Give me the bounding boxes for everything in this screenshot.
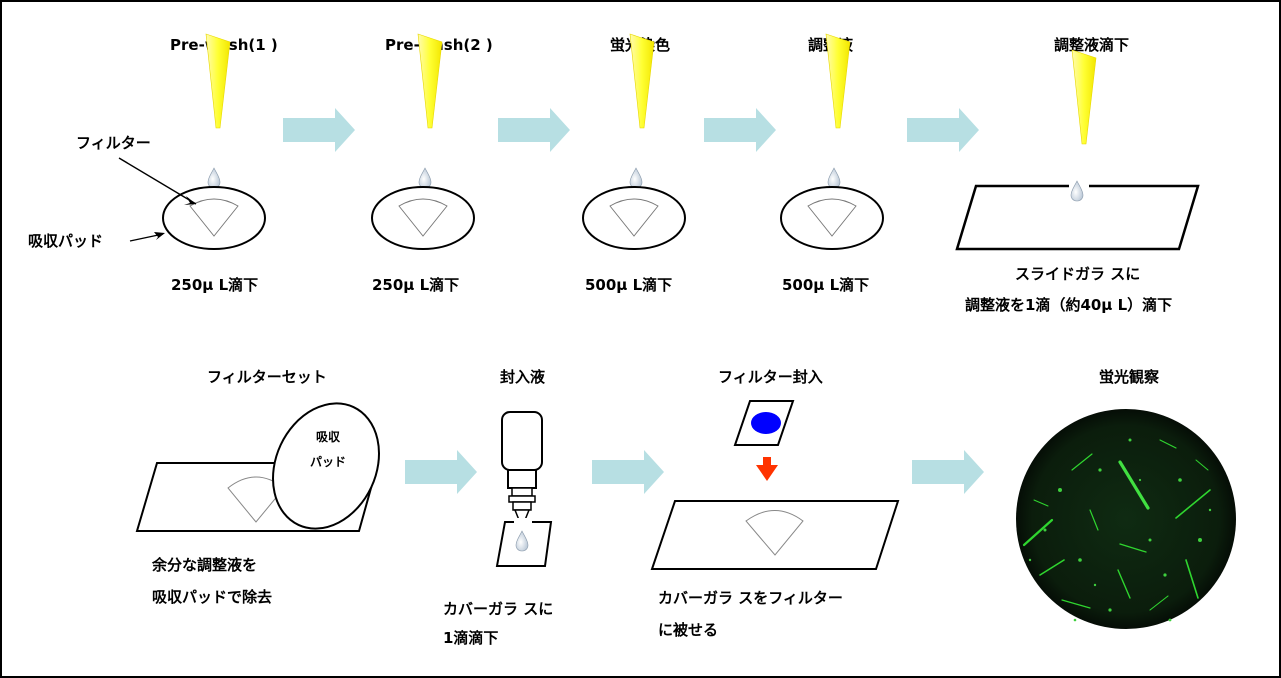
petri-dish-icon [371,186,475,250]
step-title: 封入液 [500,368,546,386]
step-caption-line: 調整液を1滴（約40µ L）滴下 [965,296,1172,314]
step-title: フィルター封入 [718,368,823,386]
pad-label-line: パッド [310,455,346,469]
absorbent-pad-icon [272,402,380,530]
micrograph-image [1016,409,1236,629]
down-arrow-icon [756,465,778,481]
down-arrow-shaft [763,457,771,465]
step-caption-line: 余分な調整液を [151,556,257,574]
filter-label: フィルター [76,134,151,152]
absorbent-pad-label: 吸収パッド [28,232,103,250]
step-caption: 250µ L滴下 [171,276,258,294]
filter-icon [745,510,804,556]
slide-glass-icon [955,184,1200,251]
step-caption-line: に被せる [658,621,718,639]
filter-blue-icon [751,412,781,434]
step-caption: 500µ L滴下 [782,276,869,294]
step-fluorescence-observation: 蛍光観察 [1016,368,1236,629]
step-title: 調整液滴下 [1054,36,1129,54]
pad-label-line: 吸収 [316,430,341,444]
step-adjustment-solution: 調整液 500µ L滴下 [780,33,884,294]
pad-arrowhead-icon [154,232,165,240]
slide-glass-icon [650,500,900,570]
step-prewash-1: Pre-wash(1 ) 250µ L滴下 [162,33,278,294]
petri-dish-icon [582,186,686,250]
step-adjustment-drop: 調整液滴下 スライドガラ スに 調整液を1滴（約40µ L）滴下 [955,36,1200,314]
step-caption-line: スライドガラ スに [1015,265,1140,283]
step-caption-line: カバーガラ スをフィルター [658,589,843,607]
petri-dish-icon [162,186,266,250]
filter-arrowhead-icon [184,196,196,205]
step-caption-line: カバーガラ スに [443,600,553,618]
step-caption-line: 1滴滴下 [443,629,498,647]
step-title: 蛍光観察 [1099,368,1160,386]
step-filter-set: フィルターセット 吸収 パッド 余分な調整液を 吸収パッドで除去 [135,368,380,606]
filter-pointer-line [118,157,197,205]
step-caption-line: 吸収パッドで除去 [152,588,272,606]
step-fluorescent-staining: 蛍光染色 500µ L滴下 [582,33,686,294]
step-caption: 250µ L滴下 [372,276,459,294]
dropper-bottle-icon [501,411,543,521]
step-filter-mounting: フィルター封入 カバーガラ スをフィルター に被せる [650,368,900,639]
petri-dish-icon [780,186,884,250]
step-prewash-2: Pre-wash(2 ) 250µ L滴下 [371,33,493,294]
step-mounting-medium: 封入液 カバーガラ スに 1滴滴下 [443,368,553,647]
step-title: フィルターセット [207,368,327,386]
step-caption: 500µ L滴下 [585,276,672,294]
